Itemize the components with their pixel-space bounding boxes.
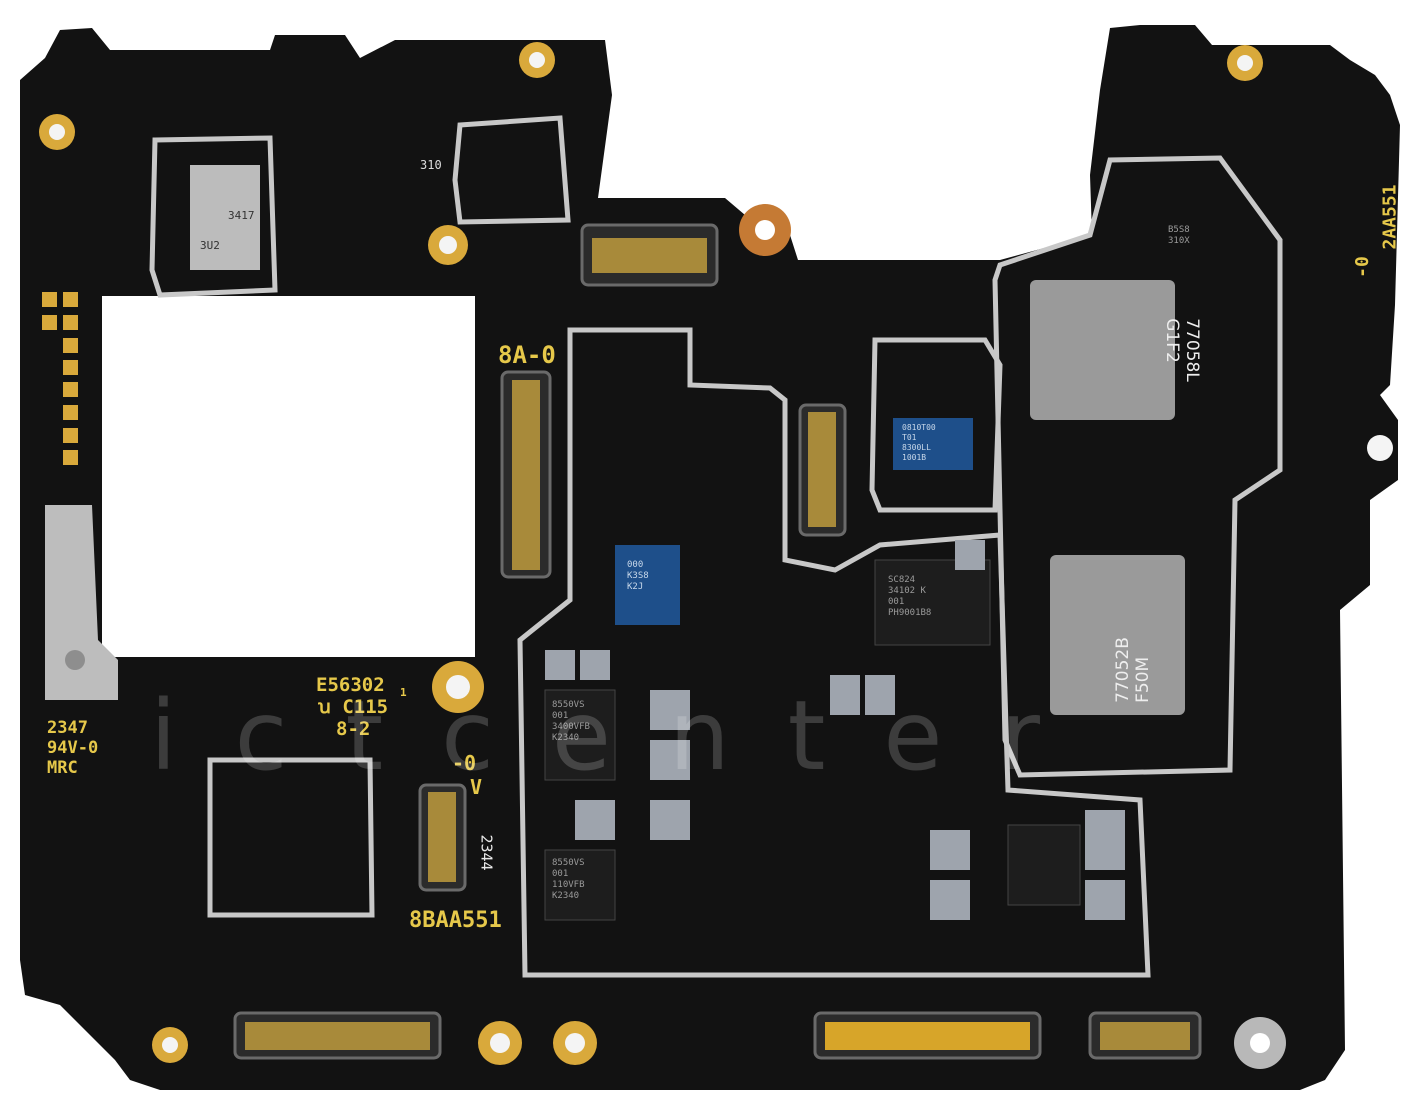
silk-8a0: 8A-0 — [498, 341, 556, 369]
silk-mrc: MRC — [47, 758, 78, 778]
test-pads-left — [42, 292, 78, 465]
silk-8-2: 8-2 — [336, 718, 371, 740]
silk-e56302: E56302 — [316, 674, 385, 696]
silk-minus0-right: -0 — [1351, 256, 1373, 278]
metal-bracket-left — [45, 505, 118, 700]
chip-77058l: 77058L G1F2 — [1161, 318, 1202, 382]
silk-ul-c115: ꭒ C115 — [318, 696, 389, 718]
chip-8550vs-b: 8550VS 001 110VFB K2340 — [552, 858, 585, 901]
watermark: ictcenter — [150, 680, 1098, 792]
silk-sub1: 1 — [400, 686, 407, 699]
chip-3417: 3417 — [228, 209, 255, 222]
chip-8550vs: 8550VS 001 3400VFB K2340 — [552, 700, 590, 743]
silk-2347: 2347 — [47, 718, 88, 738]
chip-blue-left: 000 K3S8 K2J — [627, 560, 649, 592]
copper-brackets — [739, 204, 1286, 1069]
chip-sc824: SC824 34102 K 001 PH9001B8 — [888, 575, 932, 618]
chip-blue-mid: 0810T00 T01 8300LL 1001B — [902, 423, 936, 462]
silk-8baa551: 8BAA551 — [409, 908, 502, 933]
chip-77052b: 77052B F50M — [1112, 637, 1153, 703]
chip-850: B5S8 310X — [1168, 225, 1190, 246]
board-connectors — [233, 223, 1202, 1060]
mounting-holes — [39, 42, 1393, 1065]
camera-cutout — [102, 296, 475, 657]
silk-2aa551: 2AA551 — [1379, 184, 1401, 250]
silk-minus0-mid: -0 — [452, 751, 477, 775]
chip-3u2: 3U2 — [200, 239, 220, 252]
chip-310: 310 — [420, 158, 442, 172]
rf-shields — [149, 115, 1283, 978]
silk-2344: 2344 — [477, 834, 496, 871]
large-ics — [190, 165, 1185, 921]
silk-v: V — [470, 775, 483, 799]
silk-94v0: 94V-0 — [47, 738, 99, 758]
passive-components — [545, 540, 1125, 920]
